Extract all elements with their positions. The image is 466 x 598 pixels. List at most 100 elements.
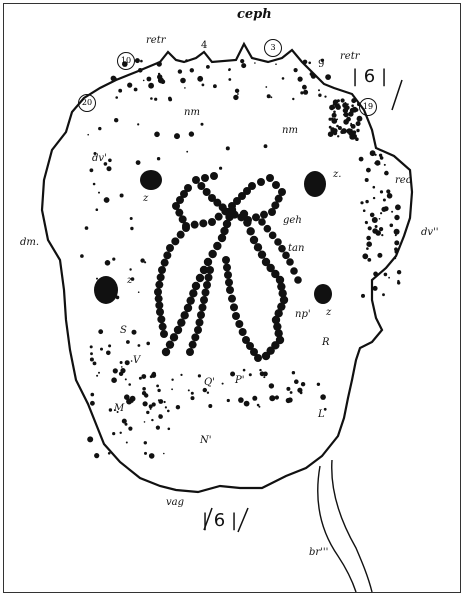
stipple-dot bbox=[361, 294, 365, 298]
stipple-dot bbox=[363, 209, 366, 212]
cell-bead bbox=[258, 218, 266, 226]
stipple-dot bbox=[115, 96, 118, 99]
cell-bead bbox=[224, 271, 232, 279]
stipple-dot bbox=[379, 227, 383, 231]
stipple-dot bbox=[397, 280, 399, 282]
stipple-dot bbox=[351, 104, 354, 107]
cell-bead bbox=[243, 218, 251, 226]
cell-bead bbox=[199, 219, 207, 227]
segment-number-4: 4 bbox=[201, 41, 207, 51]
segment-number-3: 3 bbox=[264, 39, 282, 57]
label-z-top-left: z bbox=[143, 194, 148, 204]
stipple-dot bbox=[300, 91, 303, 94]
label-V: V bbox=[133, 356, 140, 366]
cell-bead bbox=[254, 243, 262, 251]
stipple-dot bbox=[197, 76, 203, 82]
stipple-dot bbox=[136, 160, 141, 165]
stipple-dot bbox=[163, 453, 165, 455]
cell-bead bbox=[225, 279, 233, 287]
stipple-dot bbox=[384, 273, 388, 277]
cell-bead bbox=[192, 176, 200, 184]
stipple-dot bbox=[127, 83, 132, 88]
stipple-dot bbox=[263, 372, 268, 377]
stipple-dot bbox=[174, 133, 180, 139]
stipple-dot bbox=[142, 391, 146, 395]
cell-bead bbox=[171, 237, 179, 245]
stipple-dot bbox=[171, 388, 173, 390]
stipple-dot bbox=[167, 410, 170, 413]
stipple-dot bbox=[150, 408, 152, 410]
stipple-dot bbox=[120, 194, 124, 198]
cell-bead bbox=[290, 267, 298, 275]
stipple-dot bbox=[188, 389, 190, 391]
stipple-dot bbox=[377, 253, 382, 258]
cell-bead bbox=[159, 323, 167, 331]
cell-bead bbox=[189, 289, 197, 297]
stipple-dot bbox=[274, 397, 276, 399]
cell-bead bbox=[166, 340, 174, 348]
stipple-dot bbox=[394, 229, 400, 235]
brain-tail-line-1 bbox=[318, 466, 356, 592]
stipple-dot bbox=[157, 157, 160, 160]
stipple-dot bbox=[90, 401, 95, 406]
stipple-dot bbox=[80, 254, 84, 258]
stipple-dot bbox=[156, 385, 159, 388]
segment-number-9: 9 bbox=[318, 60, 324, 70]
cell-bead bbox=[186, 296, 194, 304]
label-Q: Q' bbox=[204, 378, 215, 388]
stipple-dot bbox=[395, 250, 399, 254]
stipple-dot bbox=[244, 401, 250, 407]
stipple-dot bbox=[380, 212, 382, 214]
stipple-dot bbox=[264, 144, 268, 148]
cell-bead bbox=[166, 244, 174, 252]
stipple-dot bbox=[206, 65, 210, 69]
label-tan: tan bbox=[288, 244, 304, 254]
stipple-dot bbox=[228, 69, 230, 71]
label-dv-right: dv'' bbox=[421, 228, 439, 238]
stipple-dot bbox=[121, 366, 123, 368]
stipple-dot bbox=[154, 98, 157, 101]
cell-bead bbox=[155, 281, 163, 289]
plate-number-top: | 6 | bbox=[352, 68, 387, 86]
stipple-dot bbox=[318, 89, 320, 91]
cell-bead bbox=[203, 188, 211, 196]
stipple-dot bbox=[333, 131, 337, 135]
stipple-dot bbox=[325, 74, 331, 80]
stipple-dot bbox=[144, 441, 147, 444]
cell-bead bbox=[157, 315, 165, 323]
stipple-dot bbox=[118, 89, 122, 93]
stipple-dot bbox=[333, 111, 336, 114]
cell-bead bbox=[208, 250, 216, 258]
stipple-dot bbox=[324, 96, 326, 98]
stipple-dot bbox=[189, 131, 194, 136]
stipple-dot bbox=[254, 62, 256, 64]
cell-bead bbox=[239, 328, 247, 336]
cell-bead bbox=[194, 326, 202, 334]
stipple-dot bbox=[178, 69, 182, 73]
cell-bead bbox=[223, 264, 231, 272]
cell-bead bbox=[286, 258, 294, 266]
stipple-dot bbox=[340, 130, 344, 134]
stipple-dot bbox=[388, 277, 390, 279]
stipple-dot bbox=[241, 63, 246, 68]
cell-bead bbox=[260, 211, 268, 219]
stipple-dot bbox=[269, 383, 274, 388]
stipple-dot bbox=[154, 132, 160, 138]
stipple-dot bbox=[235, 89, 239, 93]
stipple-dot bbox=[156, 426, 160, 430]
stipple-dot bbox=[259, 369, 261, 371]
stipple-dot bbox=[168, 428, 171, 431]
stipple-dot bbox=[186, 151, 188, 153]
nucleus-z-mid-right bbox=[314, 284, 332, 304]
stipple-dot bbox=[356, 129, 359, 132]
cell-bead bbox=[199, 304, 207, 312]
stipple-dot bbox=[395, 204, 401, 210]
stipple-dot bbox=[366, 168, 371, 173]
stipple-dot bbox=[226, 146, 230, 150]
cell-bead bbox=[160, 330, 168, 338]
stipple-dot bbox=[90, 345, 93, 348]
stipple-dot bbox=[383, 199, 386, 202]
stipple-dot bbox=[320, 394, 326, 400]
stipple-dot bbox=[351, 125, 355, 129]
